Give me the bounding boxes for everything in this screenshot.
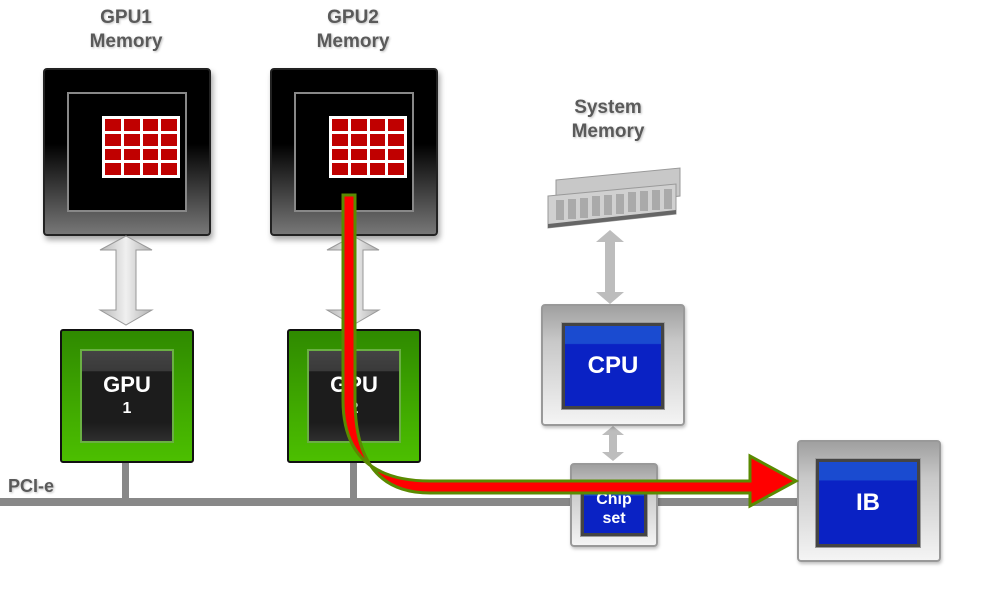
ib-chip: IB bbox=[819, 462, 917, 544]
system-memory-label-line2: Memory bbox=[571, 121, 645, 142]
sysmem-cpu-double-arrow-icon bbox=[596, 230, 624, 304]
gpu1-label: GPU bbox=[103, 372, 151, 397]
gpu1-memory-label-line2: Memory bbox=[89, 31, 163, 52]
chipset-chip: Chip set bbox=[584, 485, 644, 533]
gpu1-card: GPU 1 bbox=[60, 329, 194, 463]
cpu-chip: CPU bbox=[565, 326, 661, 406]
chipset-label-line1: Chip bbox=[596, 491, 632, 508]
gpu1-number: 1 bbox=[122, 400, 132, 417]
ib-card: IB bbox=[797, 440, 941, 562]
gpu1-memory-label-line1: GPU1 bbox=[100, 7, 152, 28]
gpu1-memory-card bbox=[43, 68, 211, 236]
gpu1-memory-grid-icon bbox=[102, 116, 180, 178]
gpu1-chip: GPU 1 bbox=[80, 349, 174, 443]
gpu2-memory-grid-icon bbox=[329, 116, 407, 178]
system-memory-label: System Memory bbox=[558, 96, 658, 144]
data-path-arrow-icon bbox=[341, 193, 800, 509]
gpu1-memory-double-arrow-icon bbox=[98, 235, 154, 326]
system-memory-label-line1: System bbox=[574, 97, 642, 118]
gpu2-memory-label-line1: GPU2 bbox=[327, 7, 379, 28]
cpu-card: CPU bbox=[541, 304, 685, 426]
chipset-label-line2: set bbox=[602, 510, 626, 527]
gpu1-memory-label: GPU1 Memory bbox=[76, 6, 176, 54]
ram-stick-icon bbox=[547, 167, 681, 229]
gpu2-memory-label: GPU2 Memory bbox=[303, 6, 403, 54]
chipset-card: Chip set bbox=[570, 463, 658, 547]
gpu1-bus-connector bbox=[122, 462, 129, 502]
gpu2-memory-label-line2: Memory bbox=[316, 31, 390, 52]
pcie-bus bbox=[0, 498, 800, 506]
pcie-label: PCI-e bbox=[8, 476, 55, 496]
cpu-chipset-double-arrow-icon bbox=[602, 426, 624, 461]
gpu2-bus-connector bbox=[350, 462, 357, 502]
